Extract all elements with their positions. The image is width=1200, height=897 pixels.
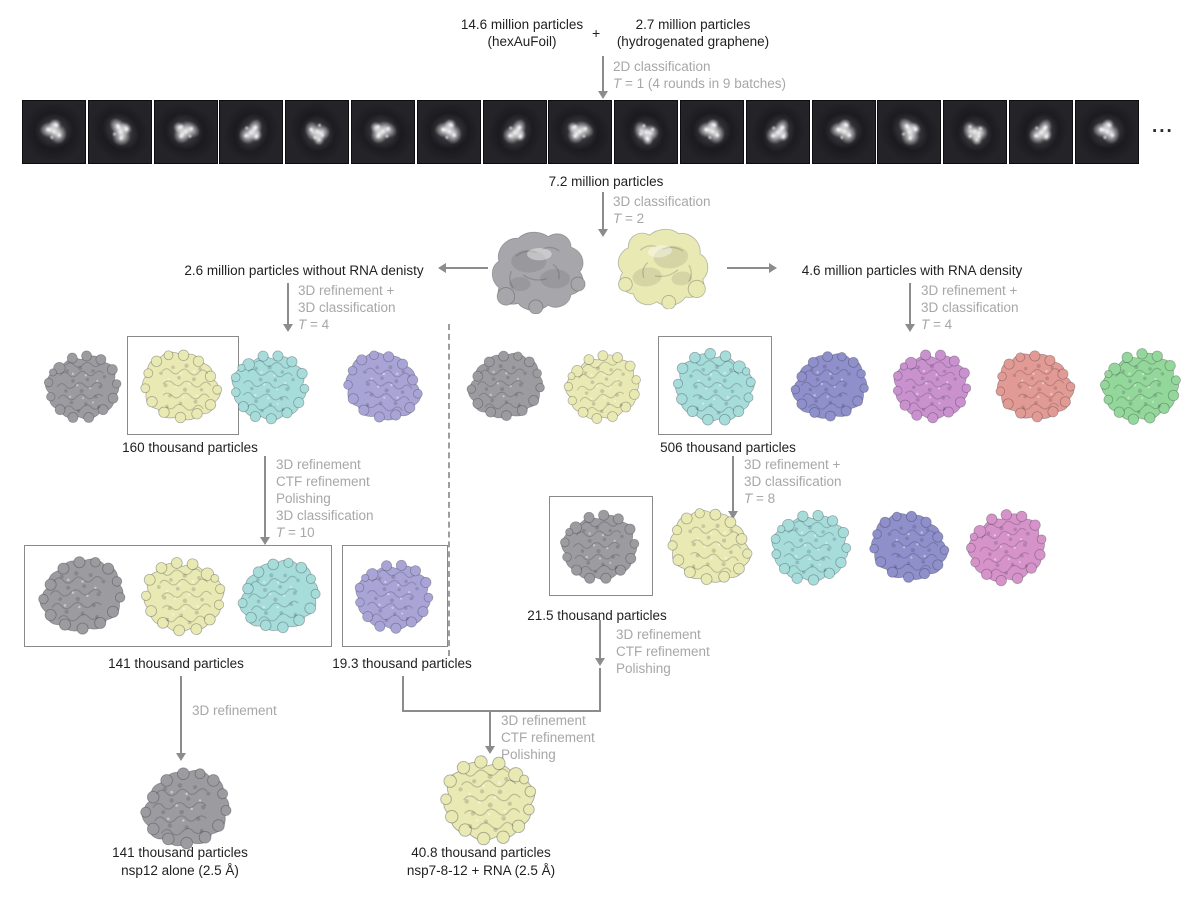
map-class-gray	[40, 342, 126, 430]
class-averages-ellipsis: ...	[1152, 116, 1174, 137]
connector-19k-down	[402, 676, 404, 712]
map-final-nsp12	[126, 762, 244, 854]
class-average-tile	[219, 100, 284, 164]
caption-nsp7812: 40.8 thousand particles nsp7-8-12 + RNA …	[407, 844, 555, 879]
arrow-merge-refine	[485, 710, 495, 754]
caption-nsp7812-label: nsp7-8-12 + RNA (2.5 Å)	[406, 862, 556, 878]
map-row2-cyan	[762, 498, 861, 596]
selection-box-right-cyan	[658, 336, 772, 435]
arrow-2d-classification	[598, 56, 608, 99]
class-average-tile	[679, 100, 744, 164]
class-average-tile	[745, 100, 810, 164]
caption-nsp12: 141 thousand particles nsp12 alone (2.5 …	[112, 844, 248, 879]
selection-box-141k-group	[24, 545, 332, 647]
class-average-tile	[153, 100, 218, 164]
map-class-cyan-2	[668, 341, 760, 431]
consensus-count-label: 7.2 million particles	[548, 174, 664, 189]
map-class-purple	[336, 339, 433, 435]
map-19k-purple	[345, 547, 443, 644]
map-row2-slate	[866, 502, 954, 591]
class-average-tile	[285, 100, 350, 164]
class-average-tile	[482, 100, 547, 164]
class-average-tile	[811, 100, 876, 164]
class-average-tile	[350, 100, 415, 164]
step-141k-refine: 3D refinement	[192, 703, 277, 718]
caption-nsp12-count: 141 thousand particles	[112, 845, 248, 860]
arrow-right-refine1	[905, 283, 915, 332]
caption-nsp12-label: nsp12 alone (2.5 Å)	[121, 862, 239, 878]
input-hexaufoil-source: (hexAuFoil)	[487, 34, 557, 49]
map-class-yellow	[137, 341, 227, 431]
arrow-branch-left	[438, 263, 488, 273]
right-branch-label: 4.6 million particles with RNA density	[801, 263, 1023, 278]
class-average-tile	[1074, 100, 1139, 164]
arrow-branch-right	[727, 263, 777, 273]
map-21k-gray	[556, 502, 644, 590]
arrow-141k-refine	[176, 676, 186, 761]
class-average-tile	[614, 100, 679, 164]
selection-box-21k-gray	[549, 496, 653, 596]
map-class-salmon	[988, 338, 1083, 433]
count-19k: 19.3 thousand particles	[332, 656, 472, 671]
map-row2-pink	[956, 496, 1058, 597]
connector-21k-down	[599, 668, 601, 712]
arrow-left-refine1	[283, 283, 293, 332]
class-average-tile	[877, 100, 942, 164]
map-row2-yellow	[660, 498, 761, 595]
class-average-tile	[548, 100, 613, 164]
input-hexaufoil-count: 14.6 million particles	[460, 17, 584, 32]
arrow-21k-refine	[595, 620, 605, 666]
caption-nsp7812-count: 40.8 thousand particles	[411, 845, 551, 860]
count-141k: 141 thousand particles	[108, 656, 244, 671]
map-class-green	[1092, 337, 1189, 434]
class-average-tile	[87, 100, 152, 164]
arrow-right-refine2	[728, 456, 738, 519]
input-graphene-label: 2.7 million particles (hydrogenated grap…	[617, 16, 769, 50]
count-160k: 160 thousand particles	[122, 440, 258, 455]
input-graphene-source: (hydrogenated graphene)	[616, 34, 770, 49]
map-141k-gray	[30, 551, 132, 639]
map-class-orchid	[882, 335, 983, 436]
map-final-nsp7-8-12	[429, 746, 548, 852]
class-averages-strip	[22, 100, 1139, 164]
dashed-divider	[448, 324, 450, 656]
arrow-3d-classification	[598, 192, 608, 237]
count-21k: 21.5 thousand particles	[527, 608, 667, 623]
plus-sign: +	[592, 25, 601, 41]
left-branch-label: 2.6 million particles without RNA denist…	[184, 263, 424, 278]
class-average-tile	[22, 100, 86, 164]
class-average-tile	[943, 100, 1008, 164]
map-consensus-gray	[478, 226, 606, 314]
selection-box-19k	[342, 545, 448, 647]
map-class-cyan	[220, 336, 319, 435]
input-graphene-count: 2.7 million particles	[635, 17, 751, 32]
connector-merge-horizontal	[402, 710, 601, 712]
count-506k: 506 thousand particles	[660, 440, 796, 455]
class-average-tile	[1008, 100, 1073, 164]
map-consensus-yellow	[596, 218, 722, 316]
map-class-yellow-2	[555, 337, 651, 435]
map-141k-yellow	[133, 549, 233, 642]
class-average-tile	[416, 100, 481, 164]
map-class-slate	[786, 342, 872, 430]
input-hexaufoil-label: 14.6 million particles (hexAuFoil)	[461, 16, 583, 50]
map-141k-cyan	[228, 547, 329, 643]
map-class-gray-2	[462, 341, 548, 430]
arrow-left-refine2	[260, 456, 270, 545]
